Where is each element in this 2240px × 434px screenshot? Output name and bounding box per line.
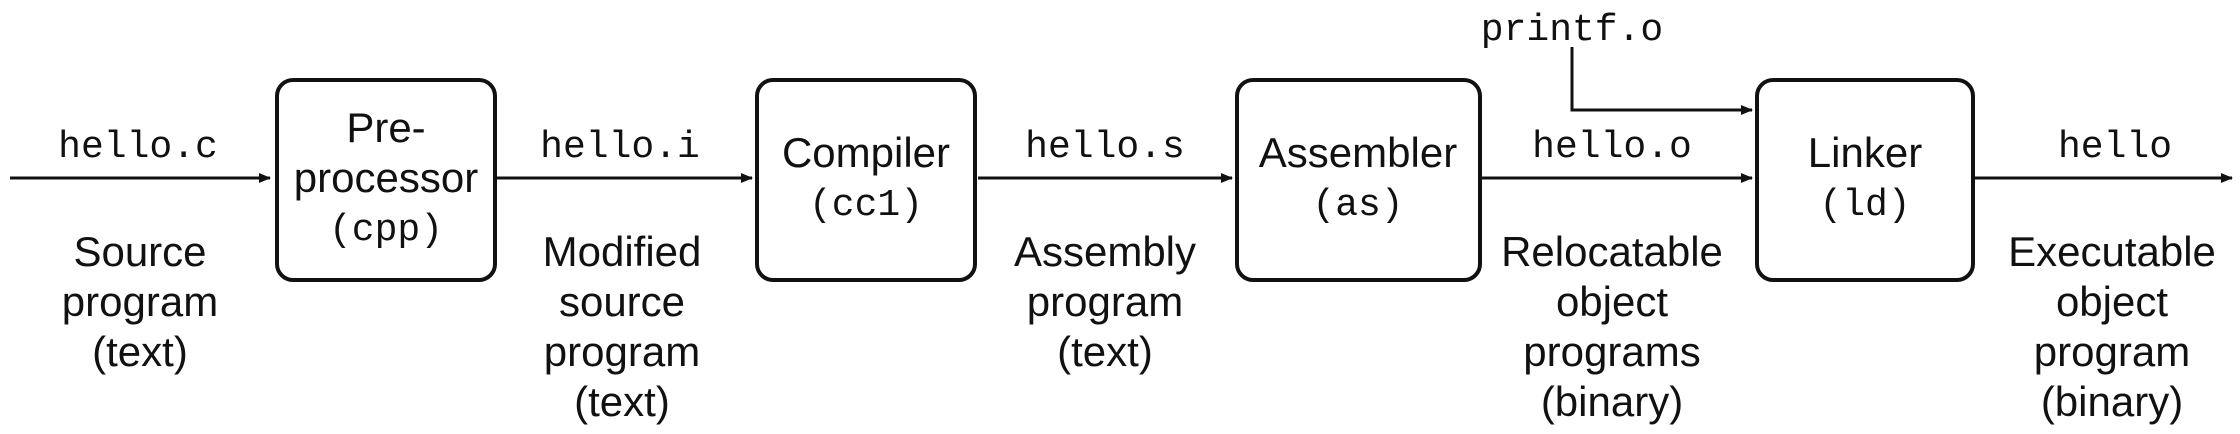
stage-title: Assembler xyxy=(1259,129,1457,176)
desc-line: programs xyxy=(1523,328,1700,375)
arrow-printf-to-linker xyxy=(1570,47,1753,115)
file-name-assembly: hello.s xyxy=(1025,126,1185,169)
stage-tool: (cc1) xyxy=(809,184,923,227)
desc-line: (text) xyxy=(1057,328,1153,375)
desc-line: (text) xyxy=(92,328,188,375)
extra-input-label: printf.o xyxy=(1481,9,1663,52)
desc-line: (binary) xyxy=(1541,378,1683,425)
desc-line: object xyxy=(1556,278,1668,325)
desc-line: Modified xyxy=(543,228,702,275)
desc-line: program xyxy=(1027,278,1183,325)
desc-line: Assembly xyxy=(1014,228,1196,275)
file-name-modified: hello.i xyxy=(540,126,700,169)
file-desc-executable: Executable object program (binary) xyxy=(2008,228,2216,425)
file-desc-object: Relocatable object programs (binary) xyxy=(1501,228,1723,425)
stage-tool: (ld) xyxy=(1819,184,1910,227)
stage-box xyxy=(275,78,497,282)
stage-linker: Linker (ld) xyxy=(1755,78,1975,282)
stage-preprocessor: Pre- processor (cpp) xyxy=(275,78,497,282)
desc-line: Relocatable xyxy=(1501,228,1723,275)
desc-line: (binary) xyxy=(2041,378,2183,425)
stage-title: Compiler xyxy=(782,129,950,176)
desc-line: object xyxy=(2056,278,2168,325)
desc-line: Executable xyxy=(2008,228,2216,275)
stage-box xyxy=(755,78,977,282)
file-name-executable: hello xyxy=(2058,126,2172,169)
stage-tool: (as) xyxy=(1312,184,1403,227)
desc-line: Source xyxy=(73,228,206,275)
stage-box xyxy=(1755,78,1975,282)
stage-compiler: Compiler (cc1) xyxy=(755,78,977,282)
file-desc-assembly: Assembly program (text) xyxy=(1014,228,1196,375)
stage-title: Linker xyxy=(1808,129,1922,176)
desc-line: program xyxy=(62,278,218,325)
desc-line: source xyxy=(559,278,685,325)
stage-box xyxy=(1235,78,1482,282)
stage-tool: (cpp) xyxy=(329,209,443,252)
stage-title: Pre- xyxy=(346,104,425,151)
desc-line: program xyxy=(544,328,700,375)
desc-line: program xyxy=(2034,328,2190,375)
desc-line: (text) xyxy=(574,378,670,425)
file-desc-modified: Modified source program (text) xyxy=(543,228,702,425)
file-name-object: hello.o xyxy=(1532,126,1692,169)
stage-title: processor xyxy=(294,154,478,201)
file-name-source: hello.c xyxy=(58,126,218,169)
stage-assembler: Assembler (as) xyxy=(1235,78,1482,282)
file-desc-source: Source program (text) xyxy=(62,228,218,375)
